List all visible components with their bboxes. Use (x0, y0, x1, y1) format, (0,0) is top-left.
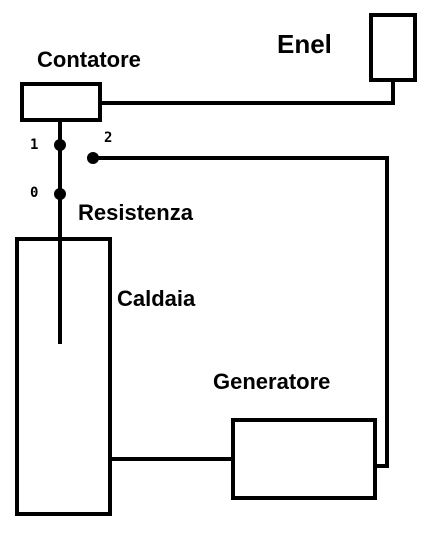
switch-position-0-label: 0 (30, 185, 39, 201)
caldaia-box (15, 237, 112, 516)
contatore-box (20, 82, 102, 122)
switch-position-2-label: 2 (104, 130, 113, 146)
enel-box (369, 13, 417, 82)
generatore-label: Generatore (213, 369, 331, 394)
switch-contact-2 (87, 152, 99, 164)
switch-2-to-generatore-wire (91, 156, 389, 468)
enel-label: Enel (277, 29, 332, 59)
switch-contact-0 (54, 188, 66, 200)
resistenza-label: Resistenza (78, 200, 193, 225)
switch-contact-1 (54, 139, 66, 151)
switch-position-1-label: 1 (30, 137, 39, 153)
generatore-box (231, 418, 377, 500)
caldaia-label: Caldaia (117, 286, 196, 311)
contatore-label: Contatore (37, 47, 141, 72)
